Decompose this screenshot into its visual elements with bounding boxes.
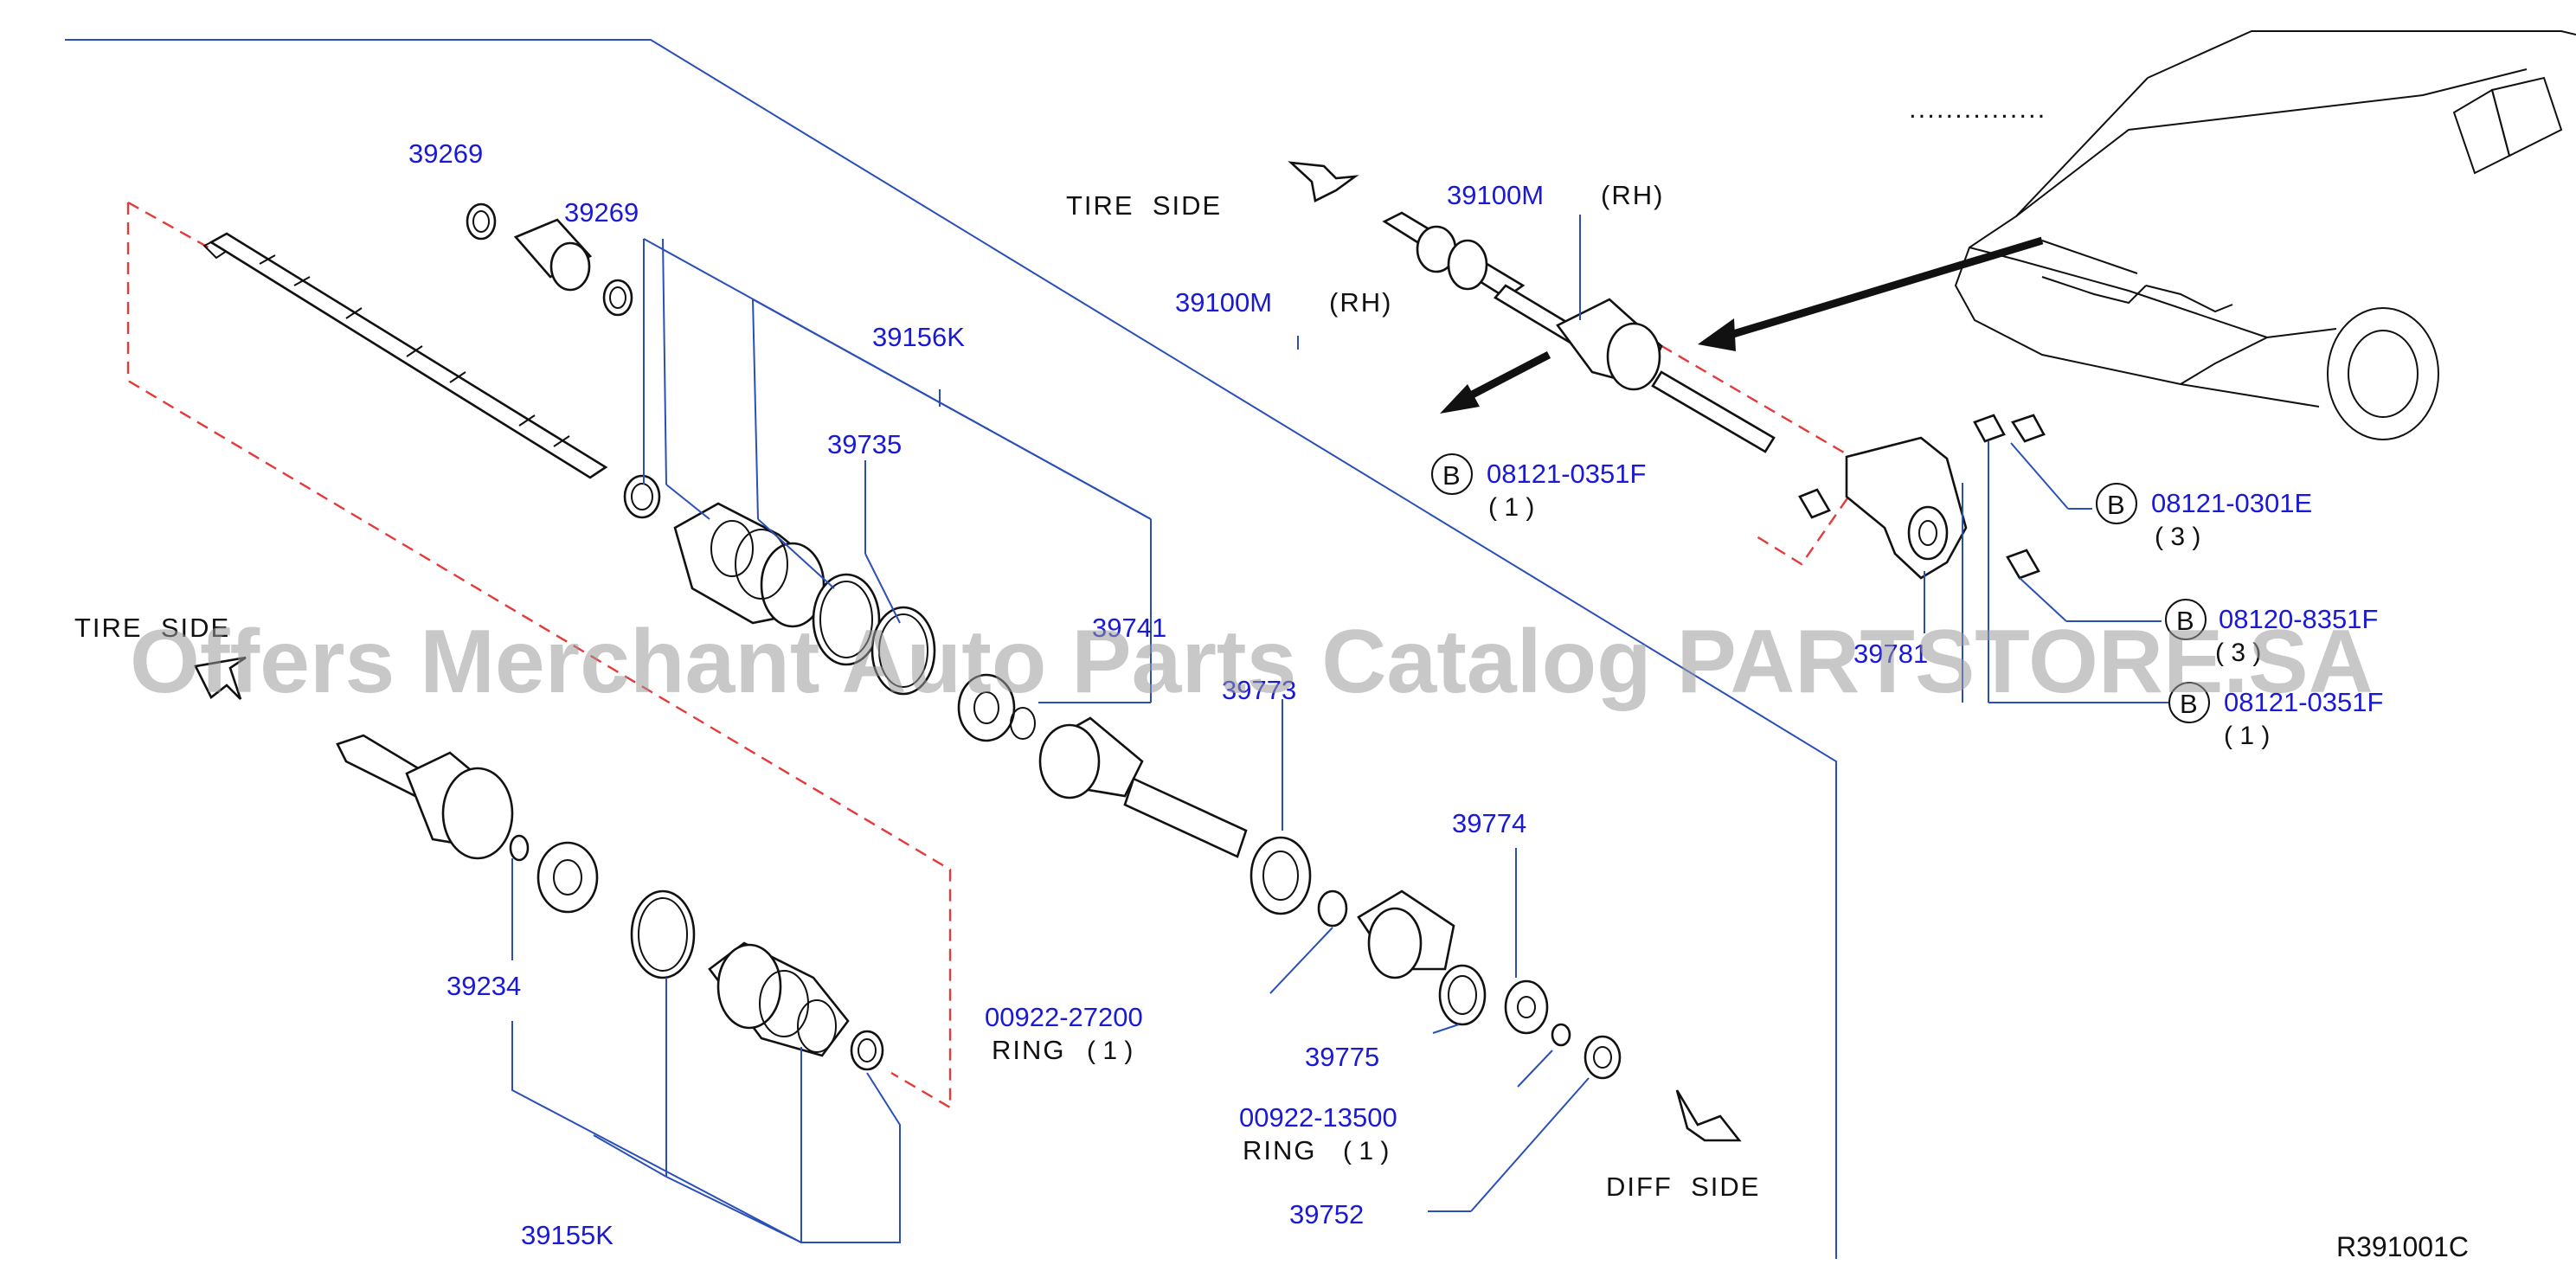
qty-bolt-b: ( 1 ) — [2224, 722, 2270, 750]
bolt-callout-08121-0351f-a: B 08121-0351F ( 1 ) — [1431, 453, 1646, 522]
seal-39773 — [1249, 836, 1312, 915]
direction-arrow-down-left — [1440, 351, 1551, 414]
label-tire-side-top: TIRE SIDE — [1066, 190, 1222, 221]
callout-08121-0351f-a: 08121-0351F — [1487, 459, 1646, 489]
label-rh-b: (RH) — [1329, 287, 1392, 318]
boot-band-clamp-small — [623, 474, 661, 519]
label-tire-side-left: TIRE SIDE — [74, 613, 230, 643]
callout-08121-0301e: 08121-0301E — [2151, 488, 2312, 518]
label-diff-side: DIFF SIDE — [1606, 1172, 1760, 1202]
inner-race-lower — [536, 841, 599, 914]
ring-00922-13500 — [1551, 1023, 1571, 1047]
callout-39100m-a: 39100M — [1447, 180, 1544, 210]
bolt-marker: B — [2180, 689, 2200, 719]
bolt-marker: B — [2176, 606, 2196, 636]
outer-cv-joint — [336, 734, 514, 860]
tire-side-arrow-top — [1288, 161, 1359, 202]
drive-shaft — [202, 232, 608, 479]
label-dots: ............... — [1909, 93, 2046, 124]
callout-39234: 39234 — [446, 971, 521, 1001]
snap-ring-39234 — [509, 834, 530, 862]
callout-08120-8351f: 08120-8351F — [2219, 604, 2378, 634]
qty-bolt-a: ( 1 ) — [1488, 493, 1534, 522]
assembly-outline-right — [1643, 334, 1871, 566]
callout-39781: 39781 — [1853, 639, 1928, 669]
inner-race — [957, 673, 1036, 742]
boot-band-lower-small — [850, 1030, 884, 1071]
qty-ring-b: ( 1 ) — [1343, 1137, 1389, 1165]
bolt-callout-08120-8351f: B 08120-8351F ( 3 ) — [2165, 599, 2378, 667]
callout-00922-27200: 00922-27200 — [985, 1002, 1143, 1032]
damper-sleeve — [513, 218, 593, 292]
bolt-callout-08121-0351f-b: B 08121-0351F ( 1 ) — [2168, 682, 2383, 750]
label-ring-b: RING — [1243, 1135, 1317, 1165]
ring-00922-27200 — [1317, 889, 1348, 928]
assembled-drive-shaft-rh — [1382, 211, 1776, 453]
knuckle-bracket-39781 — [1845, 436, 1968, 580]
bolt-marker: B — [1442, 460, 1462, 491]
circlip-39735 — [870, 606, 936, 696]
seal-39752 — [1584, 1035, 1622, 1080]
diff-side-arrow — [1675, 1089, 1742, 1142]
qty-bolt-8351f: ( 3 ) — [2215, 639, 2261, 667]
callout-39735: 39735 — [827, 429, 902, 459]
diagram-reference-code: R391001C — [2336, 1231, 2469, 1262]
assembly-outline-left — [126, 201, 952, 1110]
band-39269-a — [466, 202, 497, 241]
band-39269-b — [602, 279, 633, 317]
callout-39774: 39774 — [1452, 808, 1526, 838]
callout-39156k: 39156K — [872, 322, 965, 352]
boot-band-lower-large — [630, 889, 696, 979]
callout-leaders-left — [511, 238, 1590, 1243]
inner-boot — [708, 941, 850, 1057]
callout-39775: 39775 — [1305, 1042, 1379, 1072]
bolt-callout-08121-0301e: B 08121-0301E ( 3 ) — [2096, 483, 2312, 551]
direction-arrow-to-car — [1698, 236, 2044, 351]
callout-39100m-b: 39100M — [1175, 287, 1272, 318]
outer-boot — [673, 502, 825, 628]
qty-bolt-0301e: ( 3 ) — [2155, 523, 2200, 551]
tire-side-arrow-left — [194, 656, 247, 700]
qty-ring-a: ( 1 ) — [1087, 1037, 1133, 1065]
bolt-marker: B — [2107, 490, 2127, 520]
watermark-text: Offers Merchant Auto Parts Catalog PARTS… — [130, 612, 2374, 712]
washer-39775 — [1438, 964, 1487, 1026]
callout-39773: 39773 — [1222, 675, 1296, 705]
bearing-retainer — [1357, 889, 1455, 979]
bearing-39774 — [1504, 979, 1549, 1035]
callout-08121-0351f-b: 08121-0351F — [2224, 687, 2383, 717]
callout-39752: 39752 — [1289, 1199, 1364, 1229]
bolts-right — [1798, 414, 2046, 580]
callout-39269-b: 39269 — [564, 197, 639, 228]
callout-leaders-right — [1297, 215, 2168, 703]
outer-joint — [1038, 716, 1248, 858]
callout-39741: 39741 — [1092, 613, 1166, 643]
label-ring-a: RING — [992, 1035, 1066, 1065]
boot-band-clamp-large — [812, 573, 881, 666]
section-divider-line — [65, 39, 1837, 1259]
car-illustration — [1954, 30, 2576, 440]
callout-00922-13500: 00922-13500 — [1239, 1102, 1397, 1133]
callout-39269-a: 39269 — [408, 138, 483, 169]
label-rh-a: (RH) — [1601, 180, 1664, 210]
callout-39155k: 39155K — [521, 1220, 613, 1250]
